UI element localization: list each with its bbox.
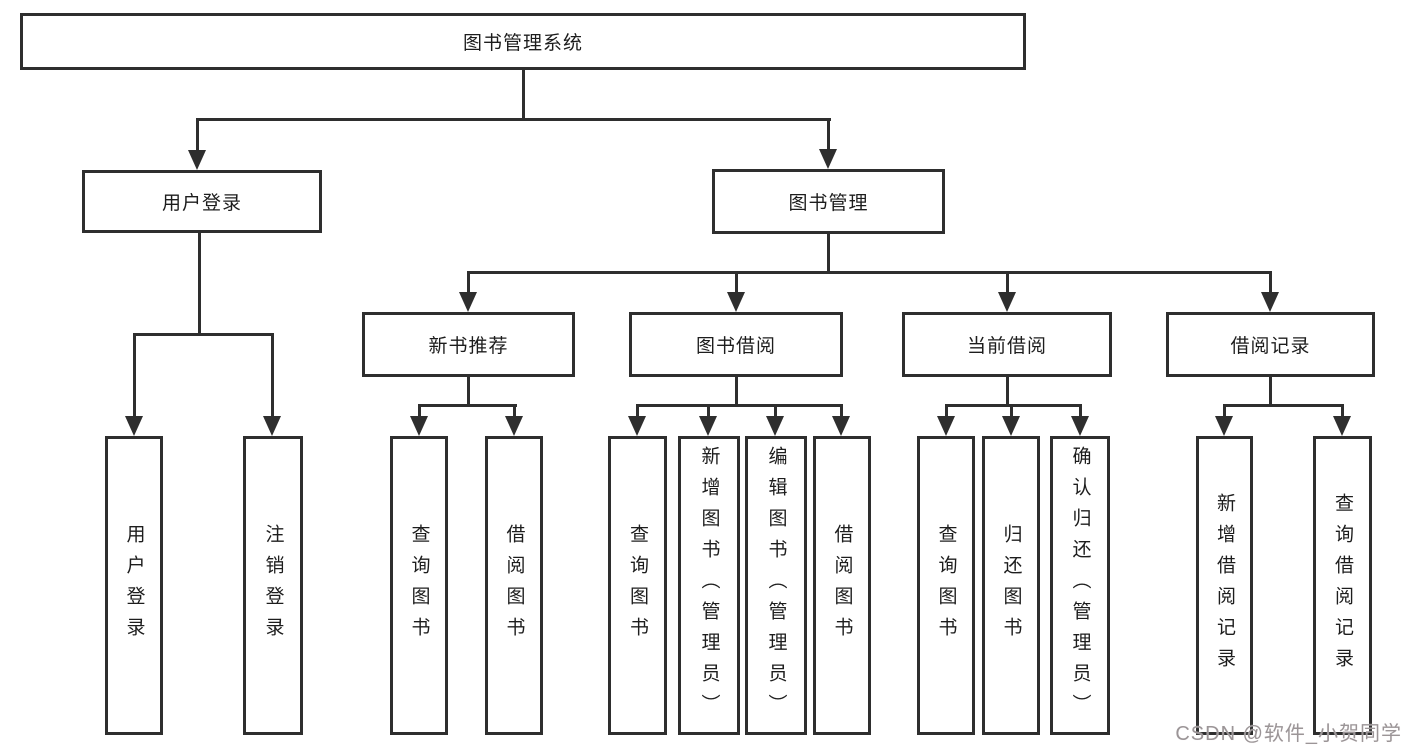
connector-user-login-bus: [133, 333, 274, 336]
node-borrow-records: 借阅记录: [1166, 312, 1375, 377]
arrowhead-cb-confirm-return: [1071, 416, 1089, 436]
connector-bb-branch-2: [707, 404, 710, 418]
connector-br-branch-1: [1223, 404, 1226, 418]
leaf-bb-query-books: 查询图书: [608, 436, 667, 735]
arrowhead-cb-return-books: [1002, 416, 1020, 436]
connector-cb-branch-1: [945, 404, 948, 418]
node-new-book-recommend: 新书推荐: [362, 312, 575, 377]
connector-bb-branch-1: [636, 404, 639, 418]
connector-bm-branch-1: [467, 271, 470, 294]
connector-bb-branch-4: [840, 404, 843, 418]
arrowhead-bb-edit-book: [766, 416, 784, 436]
leaf-label: 查询借阅记录: [1332, 492, 1353, 679]
connector-br-bus: [1223, 404, 1344, 407]
connector-book-management-stem: [827, 234, 830, 274]
leaf-cb-confirm-return-admin: 确认归还（管理员）: [1050, 436, 1110, 735]
leaf-label: 用户登录: [123, 523, 145, 648]
arrowhead-borrow-records: [1261, 292, 1279, 312]
leaf-nbr-borrow-books: 借阅图书: [485, 436, 543, 735]
arrowhead-br-query-record: [1333, 416, 1351, 436]
connector-bm-branch-4: [1269, 271, 1272, 294]
leaf-user-login: 用户登录: [105, 436, 163, 735]
connector-user-login-branch-1: [133, 333, 136, 418]
arrowhead-current-borrow: [998, 292, 1016, 312]
connector-cb-branch-2: [1010, 404, 1013, 418]
leaf-label: 借阅图书: [831, 523, 853, 648]
leaf-bb-borrow-books: 借阅图书: [813, 436, 871, 735]
connector-nbr-bus: [418, 404, 517, 407]
arrowhead-bb-query-books: [628, 416, 646, 436]
leaf-label: 新增借阅记录: [1214, 492, 1235, 679]
leaf-nbr-query-books: 查询图书: [390, 436, 448, 735]
arrowhead-book-borrow: [727, 292, 745, 312]
leaf-label: 借阅图书: [503, 523, 525, 648]
node-current-borrow: 当前借阅: [902, 312, 1112, 377]
arrowhead-nbr-query-books: [410, 416, 428, 436]
node-user-login: 用户登录: [82, 170, 322, 233]
node-library-system: 图书管理系统: [20, 13, 1026, 70]
leaf-cb-query-books: 查询图书: [917, 436, 975, 735]
connector-cb-stem: [1006, 377, 1009, 407]
leaf-bb-edit-book-admin: 编辑图书（管理员）: [745, 436, 807, 735]
leaf-label: 查询图书: [627, 523, 648, 648]
arrowhead-new-book-recommend: [459, 292, 477, 312]
connector-bb-bus: [636, 404, 843, 407]
connector-user-login-stem: [198, 233, 201, 336]
connector-user-login-branch-2: [271, 333, 274, 418]
arrowhead-book-management: [819, 149, 837, 169]
connector-bb-branch-3: [774, 404, 777, 418]
node-book-borrow: 图书借阅: [629, 312, 843, 377]
connector-br-stem: [1269, 377, 1272, 407]
leaf-cb-return-books: 归还图书: [982, 436, 1040, 735]
arrowhead-cb-query-books: [937, 416, 955, 436]
csdn-watermark: CSDN @软件_小贺同学: [1175, 723, 1402, 745]
connector-cb-bus: [945, 404, 1082, 407]
connector-root-bus: [196, 118, 831, 121]
connector-bm-branch-2: [735, 271, 738, 294]
connector-br-branch-2: [1341, 404, 1344, 418]
leaf-label: 注销登录: [262, 523, 284, 648]
leaf-label: 查询图书: [935, 523, 957, 648]
leaf-br-add-borrow-record: 新增借阅记录: [1196, 436, 1253, 735]
leaf-logout: 注销登录: [243, 436, 303, 735]
leaf-bb-add-book-admin: 新增图书（管理员）: [678, 436, 740, 735]
leaf-label: 新增图书（管理员）: [698, 446, 720, 725]
arrowhead-leaf-logout: [263, 416, 281, 436]
arrowhead-bb-add-book: [699, 416, 717, 436]
leaf-br-query-borrow-record: 查询借阅记录: [1313, 436, 1372, 735]
leaf-label: 归还图书: [1000, 523, 1022, 648]
arrowhead-bb-borrow-books: [832, 416, 850, 436]
arrowhead-br-add-record: [1215, 416, 1233, 436]
connector-root-branch-right: [827, 118, 830, 151]
connector-bm-branch-3: [1006, 271, 1009, 294]
node-book-management: 图书管理: [712, 169, 945, 234]
arrowhead-nbr-borrow-books: [505, 416, 523, 436]
connector-cb-branch-3: [1079, 404, 1082, 418]
connector-bb-stem: [735, 377, 738, 407]
connector-nbr-branch-1: [418, 404, 421, 418]
connector-nbr-stem: [467, 377, 470, 407]
connector-root-branch-left: [196, 118, 199, 152]
leaf-label: 编辑图书（管理员）: [765, 446, 787, 725]
arrowhead-user-login: [188, 150, 206, 170]
connector-book-management-bus: [467, 271, 1272, 274]
leaf-label: 确认归还（管理员）: [1069, 446, 1091, 725]
arrowhead-leaf-user-login: [125, 416, 143, 436]
connector-nbr-branch-2: [513, 404, 516, 418]
connector-root-stem: [522, 70, 525, 120]
leaf-label: 查询图书: [408, 523, 430, 648]
